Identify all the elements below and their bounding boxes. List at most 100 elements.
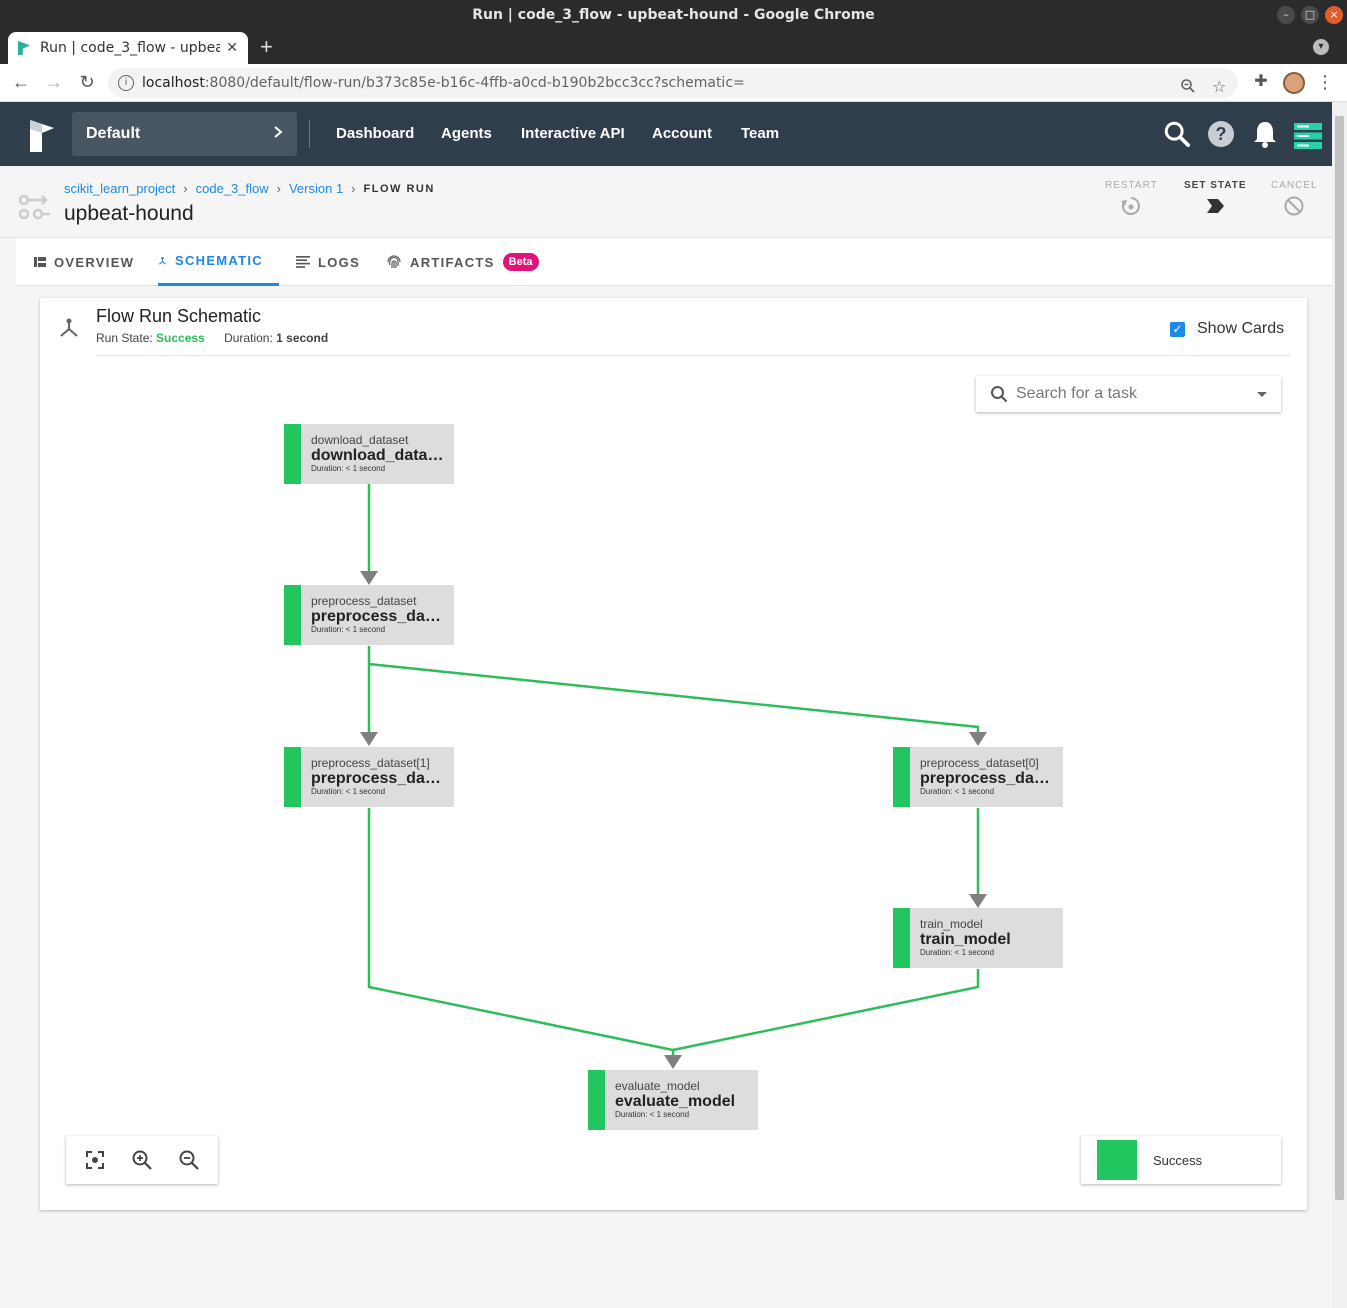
nav-team[interactable]: Team xyxy=(741,125,780,142)
tab-overview[interactable]: OVERVIEW xyxy=(34,238,134,286)
schematic-edges xyxy=(360,484,987,1069)
site-info-icon[interactable]: i xyxy=(118,75,134,91)
task-name: train_model xyxy=(920,917,983,931)
task-duration: Duration: < 1 second xyxy=(920,787,995,796)
schematic-icon xyxy=(60,318,78,337)
extensions-icon[interactable]: ✚ xyxy=(1254,73,1268,90)
address-bar[interactable]: i localhost:8080/default/flow-run/b373c8… xyxy=(108,68,1238,98)
run-subheader: scikit_learn_project › code_3_flow › Ver… xyxy=(0,166,1332,238)
fingerprint-icon xyxy=(387,255,401,268)
run-state-label: Run State: xyxy=(96,331,153,345)
chrome-menu-icon[interactable]: ⋮ xyxy=(1316,72,1334,92)
task-name: preprocess_dataset xyxy=(311,594,417,608)
zoom-page-icon[interactable] xyxy=(1180,74,1196,104)
bookmark-star-icon[interactable]: ☆ xyxy=(1212,77,1227,96)
scrollbar-thumb[interactable] xyxy=(1335,116,1344,1200)
tab-artifacts[interactable]: ARTIFACTS Beta xyxy=(386,238,539,286)
edge-train-to-evaluate xyxy=(672,969,980,1052)
task-node-download-dataset[interactable]: download_dataset download_dataset Durati… xyxy=(284,424,454,484)
close-tab-icon[interactable]: ✕ xyxy=(226,40,238,56)
new-tab-icon[interactable]: + xyxy=(260,34,273,59)
task-label: preprocess_dataset xyxy=(920,770,1055,787)
help-icon[interactable]: ? xyxy=(1207,120,1235,148)
task-name: preprocess_dataset[0] xyxy=(920,756,1039,770)
breadcrumb-current: FLOW RUN xyxy=(363,182,435,195)
task-node-evaluate-model[interactable]: evaluate_model evaluate_model Duration: … xyxy=(588,1070,758,1130)
task-duration: Duration: < 1 second xyxy=(311,787,386,796)
prefect-logo-icon[interactable] xyxy=(28,116,56,154)
task-label: preprocess_dataset xyxy=(311,770,446,787)
tab-schematic-label: SCHEMATIC xyxy=(174,253,263,268)
show-cards-toggle[interactable]: ✓ Show Cards xyxy=(1170,320,1284,338)
window-titlebar: Run | code_3_flow - upbeat-hound - Googl… xyxy=(0,0,1347,30)
browser-tab[interactable]: Run | code_3_flow - upbeat-hound ✕ xyxy=(8,32,248,64)
restart-button[interactable]: RESTART xyxy=(1105,180,1158,220)
search-icon[interactable] xyxy=(1162,120,1192,148)
chevron-right-icon xyxy=(273,125,283,144)
profile-avatar[interactable] xyxy=(1283,72,1305,94)
minimize-icon[interactable]: – xyxy=(1277,6,1295,24)
edge-arrows xyxy=(360,571,987,1069)
search-icon xyxy=(991,386,1008,403)
breadcrumb-flow[interactable]: code_3_flow xyxy=(195,181,269,196)
close-window-icon[interactable]: × xyxy=(1325,6,1343,24)
breadcrumb: scikit_learn_project › code_3_flow › Ver… xyxy=(64,181,435,196)
nav-dashboard[interactable]: Dashboard xyxy=(336,125,415,142)
schematic-icon xyxy=(158,256,167,265)
zoom-out-icon[interactable] xyxy=(178,1149,200,1171)
breadcrumb-version[interactable]: Version 1 xyxy=(288,181,344,196)
arrow-preprocess-0 xyxy=(969,732,987,746)
task-label: train_model xyxy=(920,931,1011,948)
tab-artifacts-label: ARTIFACTS xyxy=(410,254,495,270)
header-divider xyxy=(309,120,310,148)
run-tabs: OVERVIEW SCHEMATIC LOGS ARTIFACTS Beta xyxy=(16,238,1332,286)
task-node-preprocess-dataset-1[interactable]: preprocess_dataset[1] preprocess_dataset… xyxy=(284,747,454,807)
state-legend: Success xyxy=(1081,1136,1281,1184)
set-state-button[interactable]: SET STATE xyxy=(1184,180,1247,220)
checkbox-checked-icon[interactable]: ✓ xyxy=(1170,321,1185,337)
zoom-in-icon[interactable] xyxy=(131,1149,153,1171)
edge-preprocess-to-preprocess-0 xyxy=(368,662,980,736)
schematic-card: Flow Run Schematic Run State: Success Du… xyxy=(40,298,1307,1210)
maximize-icon[interactable]: □ xyxy=(1301,6,1319,24)
server-status-icon[interactable] xyxy=(1294,122,1322,150)
dropdown-caret-icon[interactable] xyxy=(1257,391,1267,397)
tab-logs[interactable]: LOGS xyxy=(296,238,360,286)
zoom-controls xyxy=(66,1136,218,1184)
task-label: evaluate_model xyxy=(615,1093,736,1110)
flow-run-icon xyxy=(18,194,50,220)
team-selector[interactable]: Default xyxy=(72,112,297,156)
task-name: download_dataset xyxy=(311,433,409,447)
task-node-preprocess-dataset-0[interactable]: preprocess_dataset[0] preprocess_dataset… xyxy=(893,747,1063,807)
svg-text:?: ? xyxy=(1216,124,1227,144)
reload-icon[interactable]: ↻ xyxy=(79,72,95,92)
page-scrollbar[interactable] xyxy=(1332,102,1347,1308)
duration-value: 1 second xyxy=(276,331,329,345)
tab-search-icon[interactable]: ▾ xyxy=(1313,39,1329,55)
beta-badge: Beta xyxy=(502,253,539,271)
set-state-label: SET STATE xyxy=(1184,180,1247,191)
nav-agents[interactable]: Agents xyxy=(441,125,492,142)
schematic-title: Flow Run Schematic xyxy=(96,306,262,326)
task-node-preprocess-dataset[interactable]: preprocess_dataset preprocess_dataset Du… xyxy=(284,585,454,645)
nav-account[interactable]: Account xyxy=(652,125,712,142)
logs-icon xyxy=(296,256,310,268)
page-title: upbeat-hound xyxy=(64,202,194,225)
notifications-bell-icon[interactable] xyxy=(1253,120,1277,148)
task-node-train-model[interactable]: train_model train_model Duration: < 1 se… xyxy=(893,908,1063,968)
breadcrumb-project[interactable]: scikit_learn_project xyxy=(64,181,176,196)
back-icon[interactable]: ← xyxy=(12,72,30,92)
tab-schematic[interactable]: SCHEMATIC xyxy=(158,238,279,286)
center-focus-icon[interactable] xyxy=(84,1149,106,1171)
task-name: evaluate_model xyxy=(615,1079,700,1093)
nav-interactive-api[interactable]: Interactive API xyxy=(521,125,625,142)
cancel-button[interactable]: CANCEL xyxy=(1271,180,1318,220)
task-name: preprocess_dataset[1] xyxy=(311,756,430,770)
tab-overview-label: OVERVIEW xyxy=(54,254,135,270)
task-search-select[interactable]: Search for a task xyxy=(976,376,1281,412)
task-duration: Duration: < 1 second xyxy=(311,464,386,473)
arrow-train xyxy=(969,894,987,908)
forward-icon[interactable]: → xyxy=(45,72,63,92)
task-label: preprocess_dataset xyxy=(311,608,446,625)
browser-toolbar: ← → ↻ i localhost:8080/default/flow-run/… xyxy=(0,64,1347,102)
